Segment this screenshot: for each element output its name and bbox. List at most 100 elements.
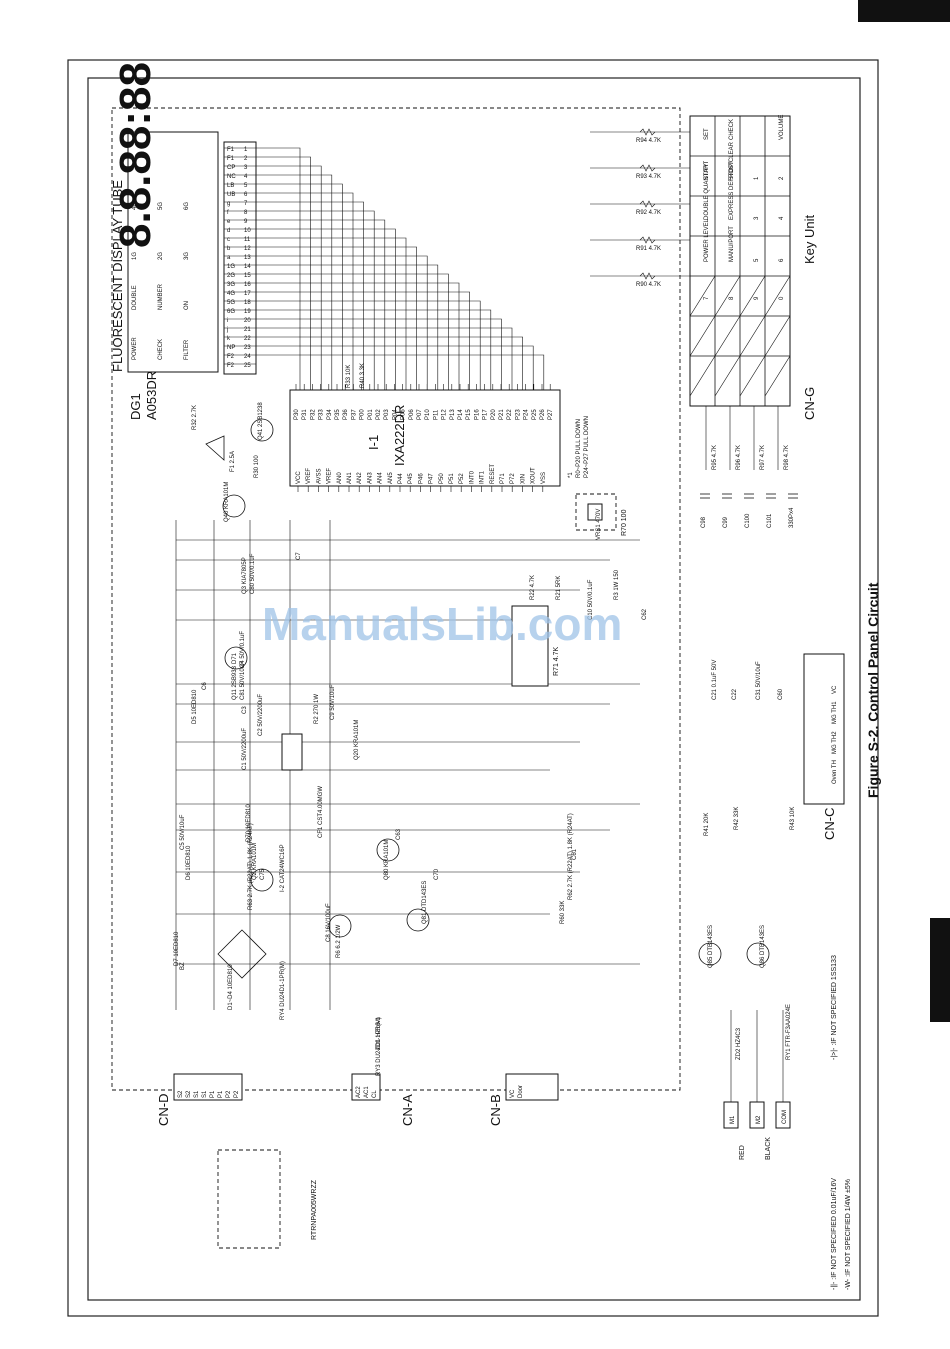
display-pin-label: F2 bbox=[227, 363, 235, 369]
component-label: R3 1W 150 bbox=[614, 569, 620, 600]
component-label: Q40 KRA101M bbox=[224, 482, 230, 522]
svg-text:*1: *1 bbox=[568, 472, 574, 478]
ic-pin-top-label: P24 bbox=[524, 409, 530, 420]
component-label: C31 50V/10uF bbox=[756, 661, 762, 700]
key-grid-diagonal bbox=[739, 315, 766, 357]
key-grid-diagonal bbox=[764, 315, 791, 357]
display-pin-number: 8 bbox=[244, 210, 248, 216]
ic-pin-bottom-label: VCC bbox=[296, 471, 302, 484]
ic-pin-top-label: P11 bbox=[433, 409, 439, 420]
bus-wire bbox=[256, 165, 322, 390]
display-pin-label: F1 bbox=[227, 147, 235, 153]
ic-pin-top-label: P07 bbox=[417, 409, 423, 420]
display-pin-label: F1 bbox=[227, 156, 235, 162]
svg-text:R0~P20 PULL DOWN: R0~P20 PULL DOWN bbox=[576, 419, 582, 478]
component-label: D7 10ED810 bbox=[174, 931, 180, 966]
ic-pin-bottom-label: AN2 bbox=[357, 472, 363, 484]
cn-a-pin: AC2 bbox=[356, 1086, 362, 1098]
display-part: A053DR bbox=[144, 371, 159, 420]
cn-b-pin: VC bbox=[510, 1089, 516, 1098]
transistor bbox=[698, 942, 722, 966]
ic-pin-bottom-label: AN5 bbox=[388, 472, 394, 484]
component-label: R62 2.7K (R22AT) 1.8K (R24AT) bbox=[568, 813, 574, 900]
display-pin-label: 5G bbox=[227, 300, 235, 306]
component-label: D5 10ED810 bbox=[192, 689, 198, 724]
component-label: D71 bbox=[232, 652, 238, 664]
display-pin-label: f bbox=[227, 210, 229, 216]
bus-wire bbox=[256, 246, 417, 390]
component-label: R33 10K bbox=[346, 365, 352, 388]
component-label: R32 2.7K bbox=[192, 405, 198, 430]
cn-a-pin: AC1 bbox=[364, 1086, 370, 1098]
key-unit-title: Key Unit bbox=[802, 214, 817, 264]
page-tab-side bbox=[930, 918, 950, 1022]
bus-wire bbox=[256, 192, 354, 390]
bus-wire bbox=[256, 273, 449, 390]
legend-diode: -|>|- :IF NOT SPECIFIED 1SS133 bbox=[831, 955, 838, 1060]
key-label: 3 bbox=[754, 216, 760, 220]
ic-pin-bottom-label: INT1 bbox=[480, 470, 486, 484]
ic-pin-top-label: P17 bbox=[483, 409, 489, 420]
display-pin-label: NC bbox=[227, 174, 236, 180]
component-label: C70 bbox=[434, 868, 440, 880]
ic-pin-top-label: P21 bbox=[499, 409, 505, 420]
bridge-rectifier bbox=[217, 929, 267, 979]
component-label: C8 16V/100uF bbox=[326, 903, 332, 942]
display-pin-label: 1G bbox=[227, 264, 235, 270]
key-cap-label: C101 bbox=[767, 513, 773, 528]
ic-pin-top-label: P16 bbox=[474, 409, 480, 420]
display-pin-label: 3G bbox=[227, 282, 235, 288]
ic-pin-top-label: P22 bbox=[507, 409, 513, 420]
key-label: STOP/CLEAR bbox=[729, 141, 735, 180]
component-label: R63 2.7K (R22AT) 1.8K (R24AT) bbox=[248, 823, 254, 910]
key-label: EXPRESS DEFROST bbox=[729, 161, 735, 220]
bus-wire bbox=[256, 183, 343, 390]
key-label: 4 bbox=[779, 216, 785, 220]
component-label: D70 10ED810 bbox=[246, 804, 252, 842]
component-label: C9 50V/10uF bbox=[330, 684, 336, 720]
component-label: D6 10ED810 bbox=[186, 845, 192, 880]
key-label: VOLUME bbox=[779, 115, 785, 140]
component-label: RY4 DU24D1-1PR(M) bbox=[280, 961, 286, 1020]
bus-wire bbox=[256, 291, 470, 390]
ic-pin-bottom-label: AN0 bbox=[337, 472, 343, 484]
ic-pin-top-label: P30 bbox=[294, 409, 300, 420]
component-label: C80 50V/0.1uF bbox=[250, 553, 256, 594]
display-segment-label: 4G bbox=[132, 202, 138, 210]
key-pull-label: R96 4.7K bbox=[736, 445, 742, 470]
key-grid-diagonal bbox=[689, 275, 716, 317]
ic-pin-bottom-label: P52 bbox=[459, 473, 465, 484]
eeprom: R71 4.7K bbox=[511, 605, 560, 687]
bus-wire bbox=[256, 156, 311, 390]
key-cap-label: 330Px4 bbox=[789, 507, 795, 528]
bus-wire bbox=[256, 309, 492, 390]
ic-pin-top-label: P12 bbox=[442, 409, 448, 420]
bus-wire bbox=[256, 282, 460, 390]
legend-res: -W- :IF NOT SPECIFIED 1/4W ±5% bbox=[845, 1179, 852, 1290]
key-resistor bbox=[639, 200, 656, 208]
key-label: 7 bbox=[704, 296, 710, 300]
display-pin-number: 14 bbox=[244, 264, 251, 270]
display-pin-number: 25 bbox=[244, 363, 251, 369]
ic-pin-top-label: P20 bbox=[491, 409, 497, 420]
legend: -||- :IF NOT SPECIFIED 0.01uF/16V -W- :I… bbox=[831, 955, 852, 1290]
ic-pin-top-label: P14 bbox=[458, 409, 464, 420]
key-resistor-label: R91 4.7K bbox=[636, 246, 661, 252]
bus-wire bbox=[256, 237, 407, 390]
key-label: DOUBLE QUANTITY bbox=[704, 163, 710, 220]
display-segment-label: 2G bbox=[158, 252, 164, 260]
relay-wire-color: BLACK bbox=[765, 1137, 772, 1160]
component-label: Q2 KRA101M bbox=[252, 843, 258, 880]
component-label: Q86 DTB143ES bbox=[760, 925, 766, 968]
component-label: Q80 KRA101M bbox=[384, 840, 390, 880]
ic-pin-bottom-label: AVSS bbox=[316, 468, 322, 484]
display-pin-number: 4 bbox=[244, 174, 248, 180]
key-resistor-label: R90 4.7K bbox=[636, 282, 661, 288]
ic-pin-top-label: P33 bbox=[319, 409, 325, 420]
ic-ref: I-1 bbox=[366, 435, 381, 450]
display-segment-label: 5G bbox=[158, 202, 164, 210]
display-bus bbox=[256, 147, 545, 390]
